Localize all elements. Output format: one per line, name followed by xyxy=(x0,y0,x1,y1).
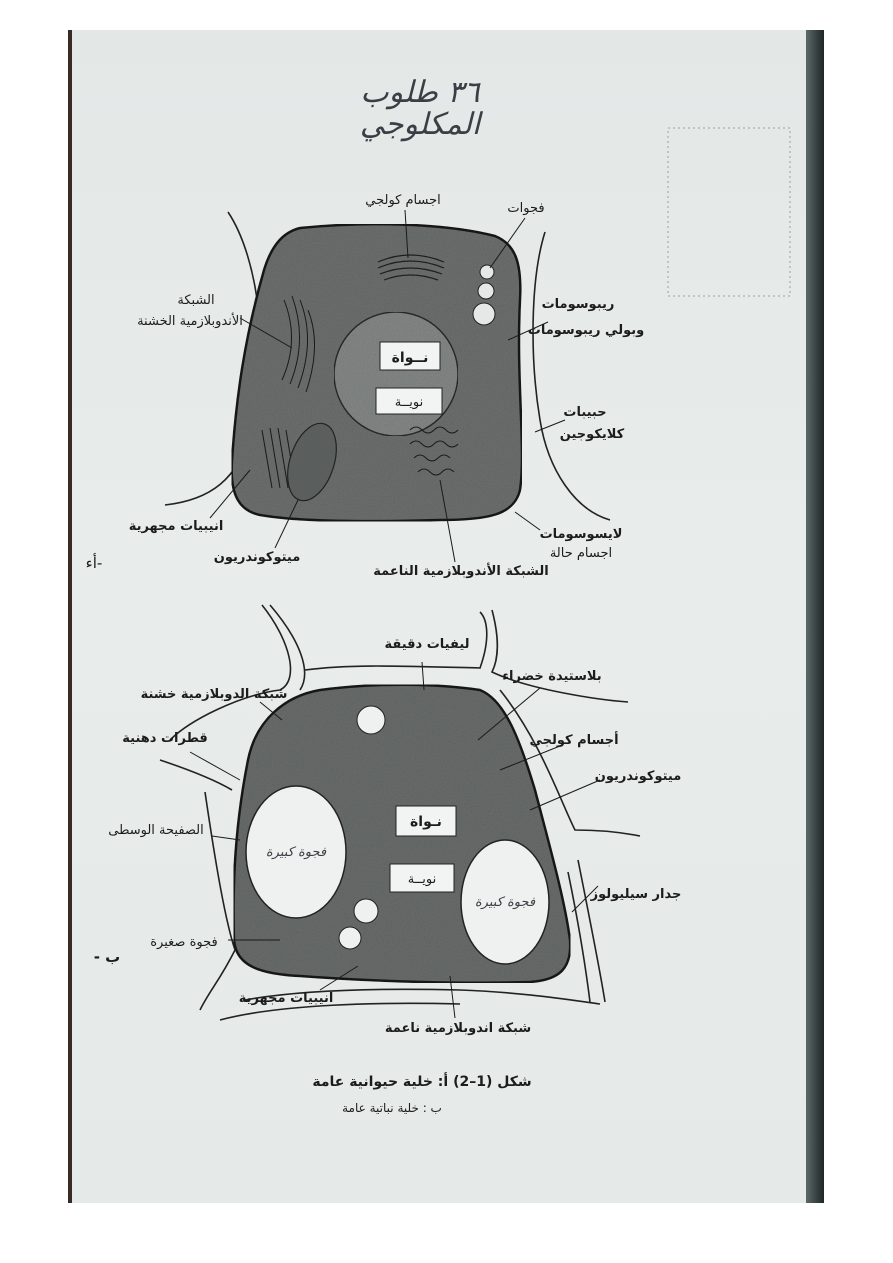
nucleolus-label-box-a xyxy=(375,387,443,415)
label-a-glycogen-2: كلايكوجين xyxy=(560,427,625,442)
label-b-golgi: أجسام كولجي xyxy=(529,731,618,748)
label-a-rough-er-1: الشبكة xyxy=(177,293,214,308)
label-a-ribosomes-2: وبولي ريبوسومات xyxy=(528,323,644,338)
label-a-nucleolus: نويــة xyxy=(395,395,424,410)
nucleolus-label-box-b xyxy=(389,863,455,893)
label-b-nucleus: نـواة xyxy=(410,814,442,830)
large-vacuole-left xyxy=(245,785,347,919)
caption-line1: شكل (1–2) أ: خلية حيوانية عامة xyxy=(312,1072,531,1090)
oil-drop-top xyxy=(356,705,386,735)
label-a-microtubules: انيبيات مجهرية xyxy=(129,519,224,534)
figure-b-marker: ب - xyxy=(94,948,121,966)
large-vacuole-right xyxy=(460,839,550,965)
label-a-golgi: اجسام كولجي xyxy=(365,193,440,208)
scan-right-edge xyxy=(806,30,824,1203)
label-a-ribosomes-1: ريبوسومات xyxy=(542,297,615,312)
animal-mitochondrion xyxy=(287,422,337,502)
figure-a-marker: -أء xyxy=(86,553,103,572)
nucleus-label-box-b xyxy=(395,805,457,837)
wall-top-left xyxy=(169,604,292,741)
neighbor-cell-outline-right xyxy=(532,231,611,521)
animal-nucleus xyxy=(333,311,459,437)
nucleus-label-box-a xyxy=(379,341,441,371)
label-a-smooth-er: الشبكة الأندوبلازمية الناعمة xyxy=(373,562,548,579)
label-b-chloroplast: بلاستيدة خضراء xyxy=(502,669,601,684)
label-a-nucleus: نــواة xyxy=(392,350,429,366)
label-b-microtubules: انيبيات مجهرية xyxy=(239,991,334,1006)
figure-b-leader-lines xyxy=(189,661,601,1019)
label-b-cell-wall: جدار سيليولوز xyxy=(590,887,682,902)
label-b-rough-er: شبكة الدوبلازمية خشنة xyxy=(141,687,288,702)
faint-dotted-box xyxy=(667,127,791,297)
plant-cell-figure: نـواة نويــة فجوة كبيرة فجوة كبيرة ليفيا… xyxy=(94,604,682,1036)
label-a-rough-er-2: الأندوبلازمية الخشنة xyxy=(137,312,243,329)
handwritten-note-line2: المكلوجي xyxy=(360,107,484,142)
oil-drop-middle xyxy=(353,898,379,924)
scan-left-edge xyxy=(68,30,72,1203)
wall-right xyxy=(499,689,641,837)
label-b-smooth-er: شبكة اندوبلازمية ناعمة xyxy=(385,1021,531,1036)
scanned-page xyxy=(72,30,806,1203)
small-vacuole xyxy=(338,926,362,950)
caption-line2: ب : خلية نباتية عامة xyxy=(342,1101,442,1115)
vacuole-medium xyxy=(477,282,495,300)
label-b-large-vacuole-right: فجوة كبيرة xyxy=(475,895,536,910)
label-b-oil-drops: قطرات دهنية xyxy=(122,731,208,746)
wall-top xyxy=(304,611,488,671)
vacuole-large xyxy=(472,302,496,326)
label-a-lysosomes-1: لايسوسومات xyxy=(540,527,623,542)
label-a-vacuoles: فجوات xyxy=(507,201,544,216)
smooth-er-squiggles xyxy=(409,426,459,476)
wall-left xyxy=(199,791,236,1011)
label-a-mitochondria: ميتوكوندريون xyxy=(214,550,301,565)
vacuole-small xyxy=(479,264,495,280)
wall-top-right xyxy=(490,609,629,703)
handwritten-note-line1: ٣٦ طلوب xyxy=(360,75,481,110)
figure-a-leader-lines xyxy=(209,209,566,563)
animal-cell-figure: نــواة نويــة اجسام كولجي فجوات ريبوسوما… xyxy=(86,193,645,579)
label-b-plasmodesmata: ليفيات دقيقة xyxy=(384,637,469,652)
label-b-small-vacuole: فجوة صغيرة xyxy=(150,935,217,950)
label-b-mitochondria: ميتوكوندريون xyxy=(595,769,682,784)
label-a-lysosomes-2: اجسام حالة xyxy=(550,546,612,561)
label-b-nucleolus: نويــة xyxy=(408,872,437,887)
label-b-large-vacuole-left: فجوة كبيرة xyxy=(266,845,327,860)
golgi-stack xyxy=(377,254,445,281)
label-b-middle-lamella: الصفيحة الوسطى xyxy=(108,823,204,838)
label-a-glycogen-1: حبيبات xyxy=(563,405,606,420)
